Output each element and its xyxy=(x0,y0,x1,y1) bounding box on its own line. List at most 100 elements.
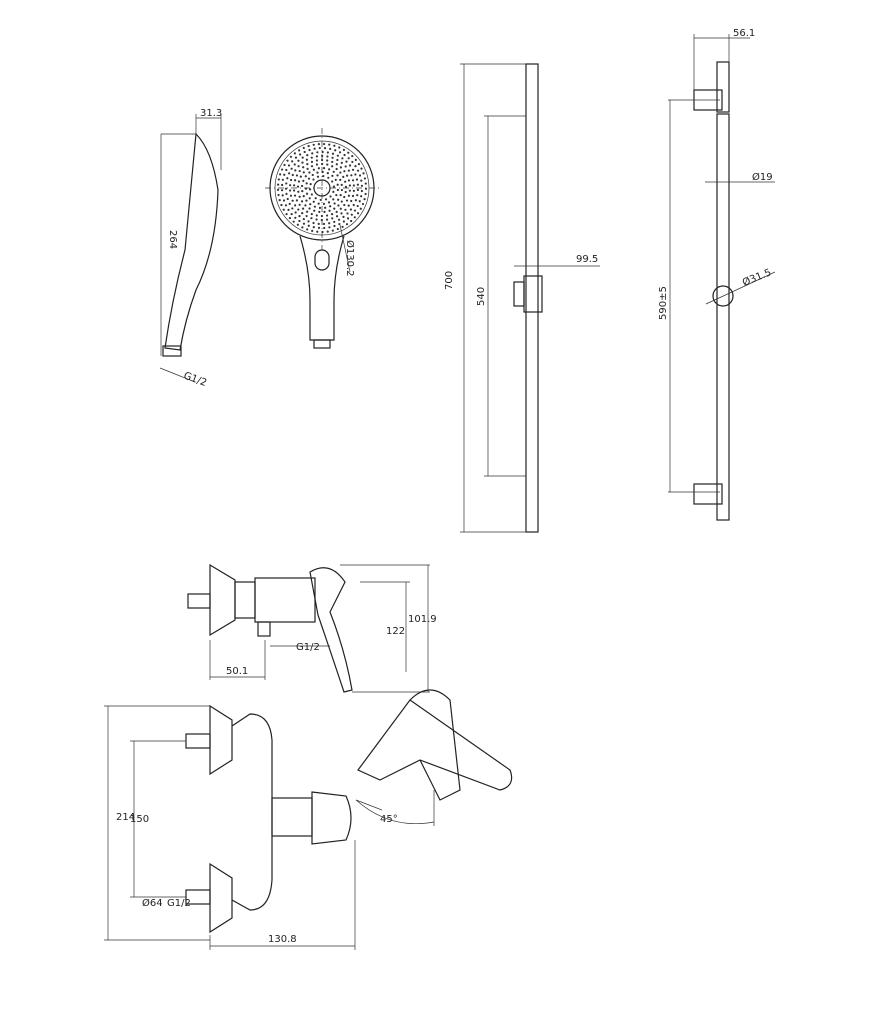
nozzle-dot xyxy=(344,190,347,194)
nozzle-dot xyxy=(311,173,314,177)
nozzle-dot xyxy=(292,220,295,223)
nozzle-dot xyxy=(294,169,297,172)
nozzle-dot xyxy=(308,188,312,191)
nozzle-dot xyxy=(352,189,355,192)
nozzle-dot xyxy=(287,164,291,167)
nozzle-dot xyxy=(329,205,332,208)
nozzle-dot xyxy=(320,158,324,162)
nozzle-dot xyxy=(345,223,349,226)
nozzle-dot xyxy=(336,188,339,192)
nozzle-dot xyxy=(304,204,307,207)
mixer-front-view: 214 150 Ø64 G1/2 130.8 45° xyxy=(104,689,513,950)
nozzle-dot xyxy=(316,175,320,178)
nozzle-dot xyxy=(337,218,341,221)
nozzle-dot xyxy=(323,226,326,230)
nozzle-dot xyxy=(282,199,286,202)
nozzle-dot xyxy=(309,182,312,186)
nozzle-dot xyxy=(306,228,309,231)
nozzle-dot xyxy=(297,190,300,193)
nozzle-dot xyxy=(332,185,336,188)
nozzle-dot xyxy=(278,199,281,202)
nozzle-dot xyxy=(361,202,365,206)
nozzle-dot xyxy=(333,220,336,223)
outlet-offset-label: 50.1 xyxy=(226,666,248,677)
nozzle-dot xyxy=(285,168,288,172)
nozzle-dot xyxy=(322,142,326,146)
nozzle-dot xyxy=(310,156,313,159)
nozzle-dot xyxy=(281,178,284,181)
nozzle-dot xyxy=(363,197,366,201)
nozzle-dot xyxy=(342,175,345,178)
nozzle-dot xyxy=(290,212,293,216)
nozzle-dot xyxy=(346,217,350,220)
nozzle-dot xyxy=(310,193,313,196)
nozzle-dot xyxy=(297,165,300,168)
nozzle-dot xyxy=(345,160,348,163)
nozzle-dot xyxy=(337,198,340,201)
nozzle-dot xyxy=(284,187,288,190)
nozzle-dot xyxy=(316,230,319,233)
nozzle-dot xyxy=(336,227,339,231)
nozzle-dot xyxy=(327,176,330,179)
nozzle-dot xyxy=(315,218,318,221)
nozzle-dot xyxy=(328,143,331,146)
nozzle-dot xyxy=(354,173,357,176)
nozzle-dot xyxy=(313,205,316,208)
nozzle-dot xyxy=(356,183,359,186)
nozzle-dot xyxy=(284,204,288,207)
bar-length-label: 540 xyxy=(476,287,487,306)
nozzle-dot xyxy=(288,172,291,175)
nozzle-dot xyxy=(342,215,345,218)
nozzle-dot xyxy=(341,225,344,229)
nozzle-dot xyxy=(305,182,308,185)
nozzle-dot xyxy=(331,165,334,168)
nozzle-dot xyxy=(335,163,338,166)
mixer-side-view: 101.9 122 50.1 G1/2 xyxy=(187,563,437,693)
nozzle-dot xyxy=(316,151,319,154)
nozzle-dot xyxy=(311,152,314,155)
nozzle-dot xyxy=(297,180,301,183)
nozzle-dot xyxy=(350,174,353,177)
nozzle-dot xyxy=(301,212,304,215)
nozzle-dot xyxy=(310,212,313,216)
nozzle-dot xyxy=(326,230,329,233)
nozzle-dot xyxy=(315,159,319,162)
nozzle-dot xyxy=(310,165,314,168)
nozzle-dot xyxy=(307,177,311,180)
nozzle-dot xyxy=(277,183,280,186)
nozzle-dot xyxy=(313,209,316,212)
nozzle-dot xyxy=(307,224,310,227)
nozzle-dot xyxy=(293,189,296,192)
wall-offset-label: 56.1 xyxy=(733,28,755,39)
nozzle-dot xyxy=(315,163,319,166)
nozzle-dot xyxy=(287,208,290,211)
nozzle-dot xyxy=(325,214,329,217)
nozzle-dot xyxy=(326,159,329,162)
nozzle-dot xyxy=(356,169,360,172)
nozzle-dot xyxy=(298,203,301,206)
nozzle-dot xyxy=(323,210,326,213)
nozzle-dot xyxy=(353,209,357,212)
nozzle-dot xyxy=(293,152,296,155)
nozzle-dot xyxy=(312,200,315,203)
nozzle-dot xyxy=(335,193,338,197)
nozzle-dot xyxy=(332,190,335,194)
nozzle-dot xyxy=(293,163,296,166)
nozzle-dot xyxy=(331,174,334,177)
nozzle-dot xyxy=(360,184,364,187)
nozzle-dot xyxy=(356,194,359,197)
nozzle-dot xyxy=(316,171,319,174)
nozzle-dot xyxy=(360,179,363,182)
nozzle-dot xyxy=(337,204,340,207)
mixer-height-label: 214 xyxy=(116,812,135,823)
nozzle-dot xyxy=(300,200,304,203)
bar-diameter-label: Ø19 xyxy=(752,171,773,183)
nozzle-dot xyxy=(344,165,347,168)
nozzle-dot xyxy=(297,208,300,211)
nozzle-dot xyxy=(347,179,351,182)
inlet-spacing-label: 150 xyxy=(130,814,149,825)
nozzle-dot xyxy=(339,207,342,210)
nozzle-dot xyxy=(347,169,350,172)
nozzle-dot xyxy=(364,192,367,196)
nozzle-dot xyxy=(313,147,316,150)
